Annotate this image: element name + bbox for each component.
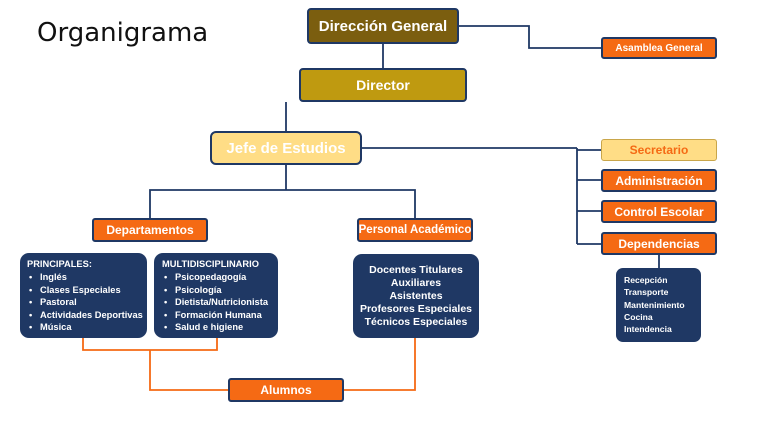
secretario-node[interactable]: Secretario <box>601 139 717 161</box>
multidisciplinario-item: Dietista/Nutricionista <box>162 296 275 309</box>
page-title: Organigrama <box>37 18 209 48</box>
dependencias-item: Recepción <box>624 275 668 285</box>
multidisciplinario-heading: MULTIDISCIPLINARIO <box>162 259 259 269</box>
connector-dg-asamblea <box>459 25 601 49</box>
connector-alumnos-mid <box>149 350 228 391</box>
dependencias-item: Transporte <box>624 287 669 298</box>
asamblea-general-node[interactable]: Asamblea General <box>601 37 717 59</box>
principales-item: Música <box>27 321 144 334</box>
dependencias-item: Mantenimiento <box>624 299 685 310</box>
personal-item: Docentes Titulares <box>369 263 463 276</box>
personal-academico-node[interactable]: Personal Académico <box>357 218 473 242</box>
principales-box: PRINCIPALES: Inglés Clases Especiales Pa… <box>20 253 147 338</box>
connector-alumnos-right <box>344 338 416 391</box>
personal-item: Asistentes <box>389 289 443 302</box>
multidisciplinario-item: Psicopedagogía <box>162 271 275 284</box>
personal-item: Técnicos Especiales <box>364 315 468 328</box>
personal-item: Auxiliares <box>390 276 442 289</box>
dependencias-list: Recepción Transporte Mantenimiento Cocin… <box>616 268 701 342</box>
multidisciplinario-box: MULTIDISCIPLINARIO Psicopedagogía Psicol… <box>154 253 278 338</box>
dependencias-item: Cocina <box>624 311 653 322</box>
principales-heading: PRINCIPALES: <box>27 259 92 269</box>
dependencias-node[interactable]: Dependencias <box>601 232 717 255</box>
principales-item: Inglés <box>27 271 144 284</box>
principales-item: Actividades Deportivas <box>27 309 144 322</box>
principales-item: Pastoral <box>27 296 144 309</box>
principales-item: Clases Especiales <box>27 284 144 297</box>
personal-academico-list: Docentes Titulares Auxiliares Asistentes… <box>353 254 479 338</box>
director-node[interactable]: Director <box>299 68 467 102</box>
administracion-node[interactable]: Administración <box>601 169 717 192</box>
multidisciplinario-item: Psicología <box>162 284 275 297</box>
multidisciplinario-item: Salud e higiene <box>162 321 275 334</box>
jefe-estudios-node[interactable]: Jefe de Estudios <box>210 131 362 165</box>
alumnos-node[interactable]: Alumnos <box>228 378 344 402</box>
direccion-general-node[interactable]: Dirección General <box>307 8 459 44</box>
departamentos-node[interactable]: Departamentos <box>92 218 208 242</box>
personal-item: Profesores Especiales <box>359 302 473 315</box>
connector-branch <box>149 189 416 218</box>
multidisciplinario-item: Formación Humana <box>162 309 275 322</box>
connector-alumnos-left <box>82 338 218 351</box>
dependencias-item: Intendencia <box>624 324 672 335</box>
control-escolar-node[interactable]: Control Escolar <box>601 200 717 223</box>
